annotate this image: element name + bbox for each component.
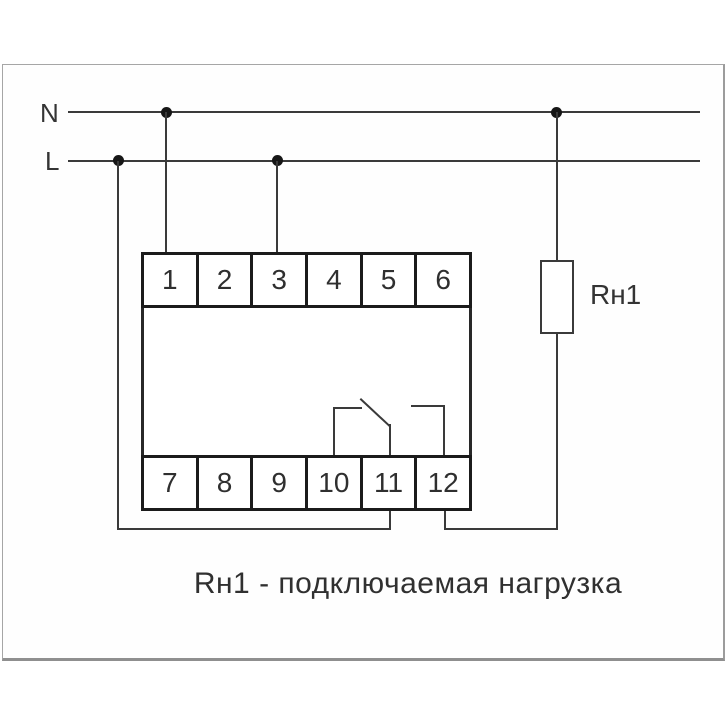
terminal-9: 9: [250, 458, 305, 508]
neutral-line-label: N: [40, 98, 59, 128]
terminal-12: 12: [414, 458, 469, 508]
terminal-7: 7: [162, 467, 178, 498]
terminal-6: 6: [414, 255, 469, 305]
contact-terminal10-riser: [333, 407, 335, 455]
load-resistor: [540, 260, 574, 334]
wire-l-bottom-run: [117, 528, 391, 530]
terminal-strip-bottom: 7 8 9 10 11 12: [141, 455, 472, 511]
terminal-11: 11: [359, 458, 415, 508]
wire-terminal12-stub: [444, 511, 446, 530]
line-wire: [68, 160, 700, 162]
terminal-8: 8: [195, 458, 251, 508]
diagram-caption: Rн1 - подключаемая нагрузка: [193, 567, 623, 600]
line-label: L: [45, 146, 60, 176]
wire-load-bottom-run: [444, 528, 558, 530]
terminal-10: 10: [305, 458, 360, 508]
neutral-wire: [68, 111, 700, 113]
contact-terminal10-arm: [333, 407, 362, 409]
wire-l-to-terminal3: [276, 161, 278, 252]
contact-terminal12-riser: [443, 405, 445, 455]
contact-terminal11-riser: [389, 424, 391, 455]
terminal-1: 1: [162, 264, 178, 295]
load-label: Rн1: [590, 279, 642, 310]
device-body: [141, 305, 472, 458]
terminal-2: 2: [195, 255, 251, 305]
contact-terminal12-hook-h: [411, 405, 445, 407]
junction-dot-l-left: [113, 155, 124, 166]
junction-dot-l-terminal3: [272, 155, 283, 166]
wire-l-down-left: [117, 161, 119, 530]
wire-terminal11-stub: [389, 511, 391, 530]
terminal-strip-top: 1 2 3 4 5 6: [141, 252, 472, 308]
terminal-4: 4: [305, 255, 360, 305]
wire-n-to-load: [556, 112, 558, 260]
wire-n-to-terminal1: [165, 112, 167, 252]
terminal-3: 3: [250, 255, 305, 305]
terminal-5: 5: [359, 255, 415, 305]
wire-load-down: [556, 334, 558, 530]
